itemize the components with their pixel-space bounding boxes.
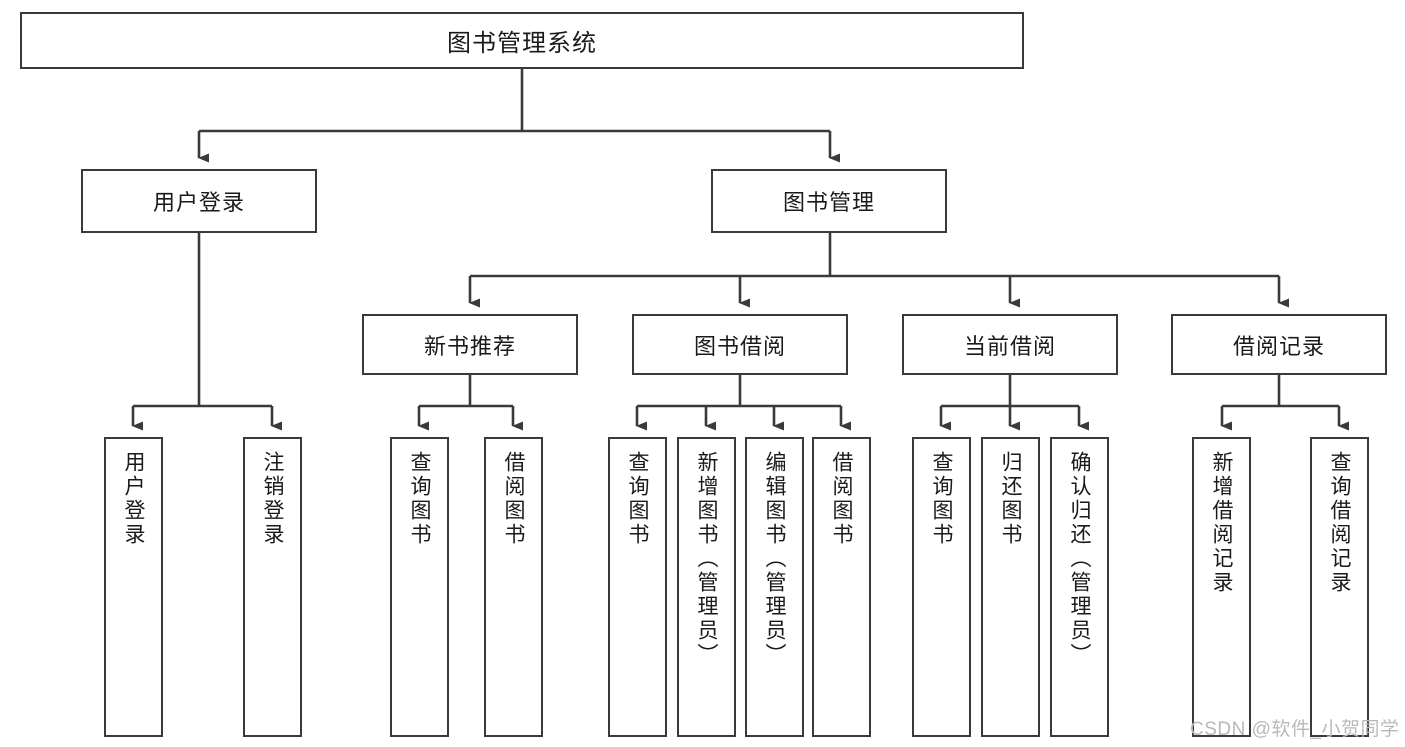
leaf-label: 新增图书（管理员） bbox=[695, 451, 718, 667]
watermark: CSDN @软件_小贺同学 bbox=[1190, 719, 1400, 740]
node-label: 借阅记录 bbox=[1232, 333, 1325, 359]
leaf-user-login[interactable]: 用户登录 bbox=[104, 437, 163, 737]
leaf-edit-book-admin[interactable]: 编辑图书（管理员） bbox=[745, 437, 804, 737]
leaf-add-borrow-record[interactable]: 新增借阅记录 bbox=[1192, 437, 1251, 737]
node-root[interactable]: 图书管理系统 bbox=[20, 12, 1024, 69]
node-book-borrow[interactable]: 图书借阅 bbox=[632, 314, 848, 375]
leaf-label: 新增借阅记录 bbox=[1210, 451, 1233, 595]
node-book-management[interactable]: 图书管理 bbox=[711, 169, 947, 233]
leaf-query-book-recommend[interactable]: 查询图书 bbox=[390, 437, 449, 737]
leaf-label: 确认归还（管理员） bbox=[1068, 451, 1091, 667]
node-new-book-recommend[interactable]: 新书推荐 bbox=[362, 314, 578, 375]
node-label: 图书管理 bbox=[782, 190, 875, 215]
leaf-label: 查询借阅记录 bbox=[1328, 451, 1351, 595]
leaf-label: 查询图书 bbox=[930, 451, 953, 547]
leaf-label: 查询图书 bbox=[626, 451, 649, 547]
node-label: 当前借阅 bbox=[963, 333, 1056, 359]
node-root-label: 图书管理系统 bbox=[447, 30, 597, 57]
node-label: 新书推荐 bbox=[423, 333, 516, 359]
node-label: 图书借阅 bbox=[693, 333, 786, 359]
leaf-label: 用户登录 bbox=[122, 451, 145, 547]
leaf-borrow-book[interactable]: 借阅图书 bbox=[812, 437, 871, 737]
leaf-label: 注销登录 bbox=[261, 451, 284, 547]
leaf-user-logout[interactable]: 注销登录 bbox=[243, 437, 302, 737]
leaf-query-book[interactable]: 查询图书 bbox=[608, 437, 667, 737]
node-label: 用户登录 bbox=[152, 190, 245, 215]
leaf-label: 查询图书 bbox=[408, 451, 431, 547]
leaf-return-book[interactable]: 归还图书 bbox=[981, 437, 1040, 737]
leaf-label: 编辑图书（管理员） bbox=[763, 451, 786, 667]
leaf-query-borrow-record[interactable]: 查询借阅记录 bbox=[1310, 437, 1369, 737]
leaf-add-book-admin[interactable]: 新增图书（管理员） bbox=[677, 437, 736, 737]
leaf-confirm-return-admin[interactable]: 确认归还（管理员） bbox=[1050, 437, 1109, 737]
node-borrow-records[interactable]: 借阅记录 bbox=[1171, 314, 1387, 375]
node-user-login[interactable]: 用户登录 bbox=[81, 169, 317, 233]
leaf-borrow-book-recommend[interactable]: 借阅图书 bbox=[484, 437, 543, 737]
leaf-label: 借阅图书 bbox=[830, 451, 853, 547]
leaf-label: 借阅图书 bbox=[502, 451, 525, 547]
leaf-query-book-current[interactable]: 查询图书 bbox=[912, 437, 971, 737]
node-current-borrow[interactable]: 当前借阅 bbox=[902, 314, 1118, 375]
leaf-label: 归还图书 bbox=[999, 451, 1022, 547]
